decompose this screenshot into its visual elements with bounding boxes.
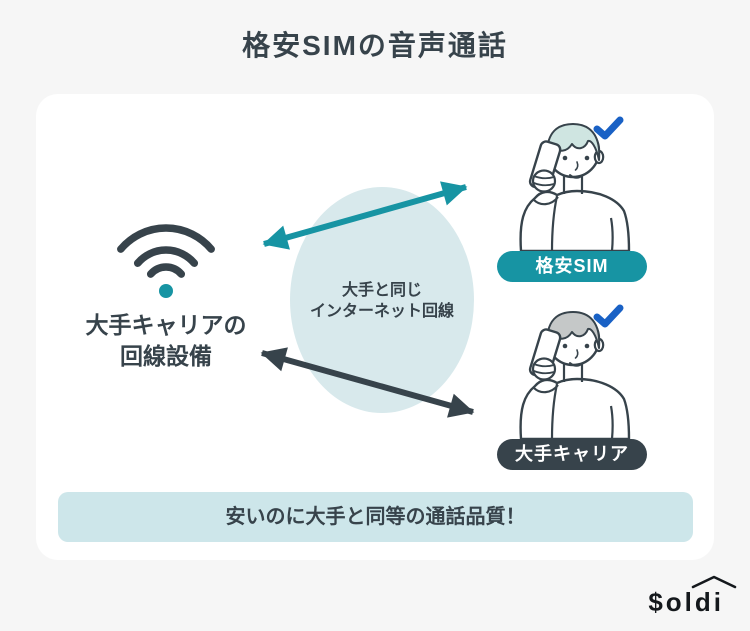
carrier-equipment-label: 大手キャリアの 回線設備 xyxy=(46,310,286,372)
logo-text-right: di xyxy=(694,587,724,617)
carrier-equipment-line1: 大手キャリアの xyxy=(85,312,247,338)
carrier-equipment-line2: 回線設備 xyxy=(120,343,212,369)
diagram-card: 大手キャリアの 回線設備 大手と同じ インターネット回線 格安SIM 大手キャリ… xyxy=(36,94,714,560)
conclusion-banner: 安いのに大手と同等の通話品質！ xyxy=(58,492,693,542)
internet-line-line2: インターネット回線 xyxy=(309,303,454,320)
internet-line-line1: 大手と同じ xyxy=(341,282,422,299)
logo-text-left: $ol xyxy=(648,587,695,617)
badge-major-carrier: 大手キャリア xyxy=(497,439,647,470)
badge-cheap-sim: 格安SIM xyxy=(497,251,647,282)
person-cheap-sim-illustration xyxy=(511,115,631,251)
page-title: 格安SIMの音声通話 xyxy=(242,30,508,61)
internet-line-label: 大手と同じ インターネット回線 xyxy=(270,280,494,322)
person-major-carrier-illustration xyxy=(511,303,631,439)
logo-roof-icon xyxy=(691,575,737,589)
wifi-icon xyxy=(117,224,215,298)
logo-text-right-wrap: di xyxy=(691,575,737,618)
